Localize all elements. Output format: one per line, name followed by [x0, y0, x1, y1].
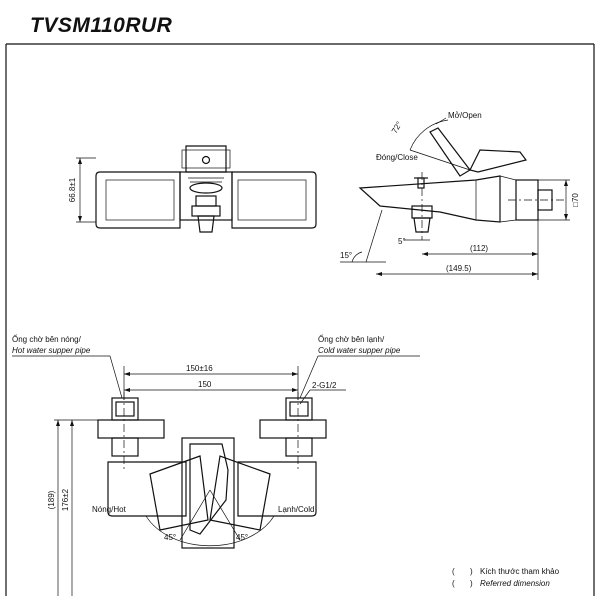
rotation-arc — [145, 515, 275, 547]
dim-70-arrow-top — [564, 180, 568, 186]
dim-70-label: □70 — [571, 193, 580, 207]
front-handle-screw — [201, 155, 211, 165]
legend-ref-vi: Kích thước tham khảo — [480, 567, 560, 576]
front-left-wing-inner — [105, 179, 175, 221]
installation-view: Ống chờ bên nóng/ Hot water supper pipe … — [12, 334, 420, 596]
dim-189-label: (189) — [47, 490, 56, 509]
cold-pipe-label-en: Cold water supper pipe — [318, 346, 401, 355]
front-spout-top — [195, 195, 217, 207]
rotation-ray-left — [179, 489, 211, 541]
angle-5-label: 5° — [398, 237, 406, 246]
bottom-left-wing — [107, 461, 187, 517]
cold-label: Lạnh/Cold — [278, 505, 314, 514]
legend-paren-close-2: ) — [470, 579, 473, 588]
dim-150-arrow-right — [292, 388, 298, 392]
hot-pipe-label-vi: Ống chờ bên nóng/ — [12, 334, 82, 344]
front-diverter-knob — [189, 182, 223, 194]
rotation-ray-right — [209, 489, 241, 541]
hot-wall-flange — [97, 419, 165, 439]
model-title: TVSM110RUR — [30, 14, 173, 37]
side-spout-outlet — [413, 217, 431, 233]
dim-176-arrow-top — [70, 420, 74, 426]
front-spout-nut — [191, 205, 221, 217]
close-label: Đóng/Close — [376, 153, 418, 162]
side-neck-top — [499, 175, 517, 181]
front-view: 66.8±1 — [68, 145, 317, 233]
thread-label: 2-G1/2 — [312, 381, 337, 390]
dim-112-label: (112) — [470, 244, 488, 253]
dim-150-16-label: 150±16 — [186, 364, 213, 373]
legend-paren-close-1: ) — [470, 567, 473, 576]
front-right-wing-inner — [237, 179, 307, 221]
side-handle-close — [469, 149, 528, 173]
legend-paren-open-1: ( — [452, 567, 455, 576]
dim-150-16-arrow-right — [292, 372, 298, 376]
dim-189-arrow-top — [56, 420, 60, 426]
dim-112-arrow-left — [422, 252, 428, 256]
dim-149-arrow-left — [376, 272, 382, 276]
front-spout-outlet — [197, 215, 215, 233]
angle-72-ref — [409, 149, 471, 171]
cold-connector — [285, 437, 313, 457]
legend-ref-en: Referred dimension — [480, 579, 550, 588]
bottom-handle-front — [189, 443, 229, 535]
angle-72-arc — [409, 119, 449, 151]
side-body — [358, 175, 501, 223]
angle-15-arc — [351, 251, 363, 263]
dim-66-label: 66.8±1 — [68, 177, 77, 202]
front-handle — [181, 149, 231, 169]
dim-150-16-arrow-left — [124, 372, 130, 376]
hot-label: Nóng/Hot — [92, 505, 127, 514]
hot-connector — [111, 437, 139, 457]
angle-left-label: 45° — [164, 533, 176, 542]
side-view: 72° Mở/Open Đóng/Close 5° 15° (112) (149… — [340, 111, 580, 280]
front-left-wing — [95, 171, 181, 229]
legend: ( ) Kích thước tham khảo ( ) Referred di… — [452, 567, 560, 588]
dim-66-arrow-top — [78, 158, 82, 164]
angle-15-line — [365, 209, 383, 263]
front-right-wing — [231, 171, 317, 229]
dim-176-label: 176±2 — [61, 488, 70, 511]
angle-72-label: 72° — [390, 120, 404, 135]
bottom-handle-left — [149, 455, 209, 531]
cold-pipe-fitting-inner — [289, 401, 309, 417]
side-neck-bottom — [499, 219, 517, 223]
cold-wall-flange — [259, 419, 327, 439]
hot-pipe-fitting-inner — [115, 401, 135, 417]
open-leader — [435, 117, 447, 125]
side-diverter-knob-stem — [417, 177, 425, 189]
bottom-right-wing — [237, 461, 317, 517]
open-label: Mở/Open — [448, 111, 482, 120]
dim-66-arrow-bottom — [78, 216, 82, 222]
dim-150-arrow-left — [124, 388, 130, 392]
angle-right-label: 45° — [236, 533, 248, 542]
cold-pipe-label-vi: Ống chờ bên lạnh/ — [318, 334, 385, 344]
dim-150-label: 150 — [198, 380, 212, 389]
dim-112-arrow-right — [532, 252, 538, 256]
bottom-handle-right — [209, 455, 271, 531]
cold-pipe-leader — [299, 355, 319, 399]
front-handle-base — [185, 145, 227, 173]
hot-pipe-leader — [109, 355, 123, 399]
bottom-body — [181, 437, 235, 549]
legend-paren-open-2: ( — [452, 579, 455, 588]
dim-70-arrow-bottom — [564, 214, 568, 220]
hot-pipe-label-en: Hot water supper pipe — [12, 346, 91, 355]
side-handle-open — [429, 127, 471, 177]
dim-149-arrow-right — [532, 272, 538, 276]
angle-15-label: 15° — [340, 251, 352, 260]
dim-149-label: (149.5) — [446, 264, 472, 273]
